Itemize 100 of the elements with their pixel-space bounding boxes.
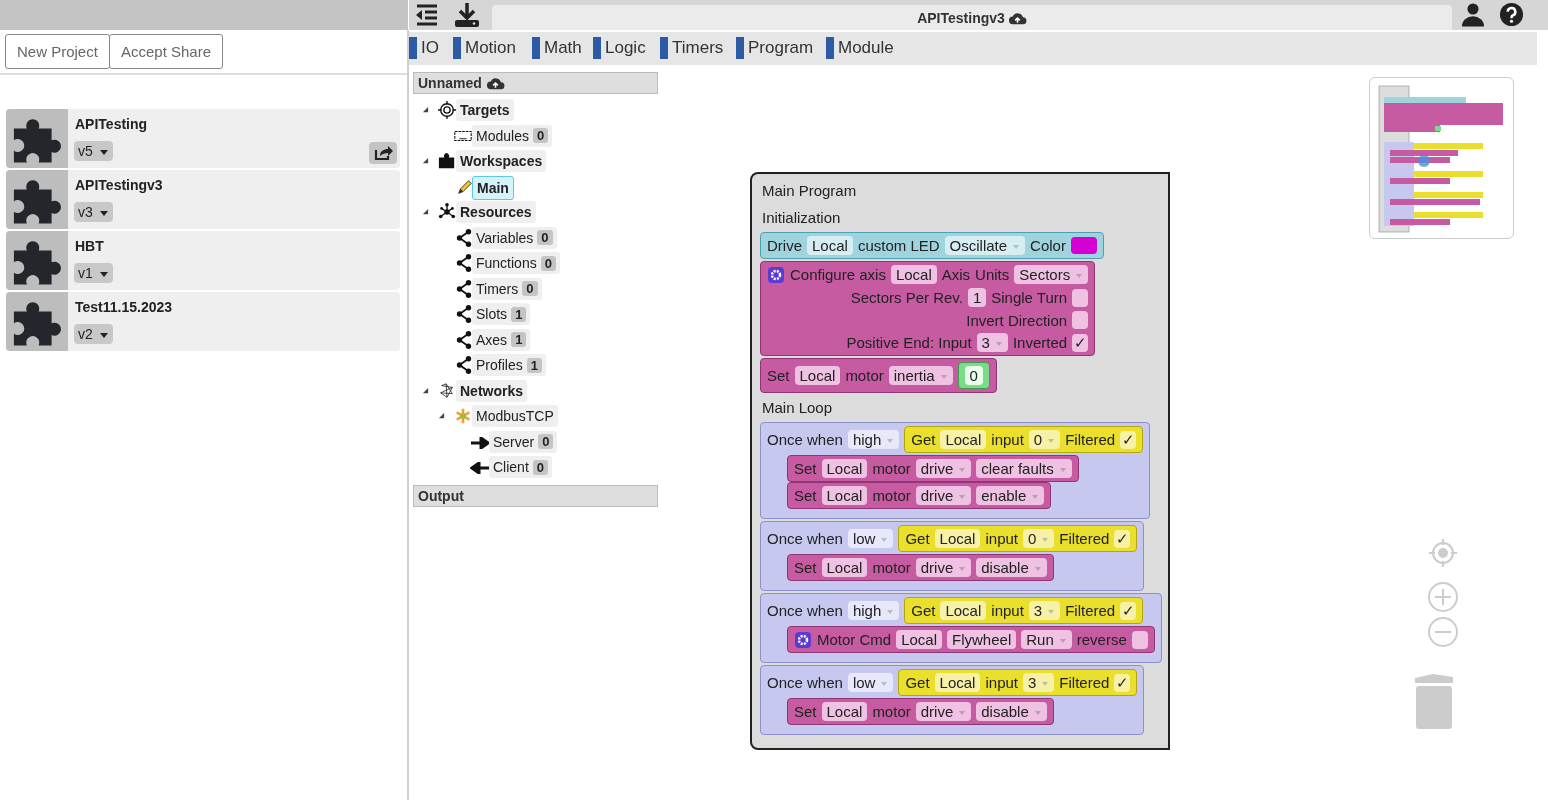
tree-item-label: ModbusTCP — [476, 408, 554, 424]
project-card — [6, 170, 400, 229]
project-card — [6, 109, 400, 168]
program-block — [750, 172, 1170, 750]
code-block — [760, 593, 1162, 663]
block-label: motor — [845, 367, 884, 384]
block-label: Set — [794, 559, 817, 576]
tree-item-label: Client — [493, 459, 529, 475]
panel-title: Unnamed — [418, 75, 482, 91]
dropdown-field: drive — [915, 459, 972, 478]
code-block — [904, 597, 1144, 624]
code-block — [787, 482, 1052, 509]
dropdown-field: disable — [976, 558, 1047, 577]
block-label: reverse — [1076, 631, 1127, 648]
block-label: Invert Direction — [966, 311, 1068, 329]
code-block — [760, 261, 1096, 356]
code-block — [760, 358, 997, 393]
count-badge: 1 — [511, 306, 527, 322]
dropdown-field: drive — [915, 558, 972, 577]
panel-header — [413, 72, 658, 94]
dropdown-field: enable — [976, 486, 1045, 505]
tree-item — [472, 303, 531, 325]
tree-item-label: Workspaces — [460, 153, 543, 169]
tree-item-label: Slots — [476, 306, 508, 322]
block-field: 0 — [964, 366, 983, 385]
count-badge: 0 — [538, 434, 554, 449]
block-label: Get — [905, 674, 930, 691]
code-block — [760, 521, 1145, 591]
version-dropdown: v5 — [74, 141, 113, 161]
block-label: custom LED — [857, 237, 940, 254]
block-label: Configure axis — [790, 266, 886, 283]
dropdown-field: Run — [1021, 630, 1072, 649]
tree-item-label: Modules — [476, 127, 529, 144]
block-field: Local — [890, 265, 937, 284]
dropdown-field: 0 — [1028, 430, 1061, 449]
tree-item-label: Networks — [460, 382, 524, 399]
code-block — [898, 525, 1138, 552]
block-label: Get — [911, 602, 936, 619]
block-label: Once when — [767, 431, 843, 448]
dropdown-field: 0 — [1023, 529, 1055, 548]
dropdown-field: disable — [976, 702, 1047, 721]
block-field: Local — [794, 366, 841, 385]
code-block — [904, 426, 1144, 453]
dropdown-field: drive — [915, 702, 972, 721]
block-label: Get — [905, 530, 930, 547]
code-block — [957, 362, 990, 389]
tree-item — [472, 252, 560, 274]
project-name: Test11.15.2023 — [75, 299, 173, 315]
checkbox: ✓ — [1072, 333, 1089, 352]
tree-item-label: Variables — [476, 229, 534, 246]
section-heading: Initialization — [761, 208, 842, 228]
block-label: Drive — [767, 237, 802, 254]
block-label: motor — [872, 559, 911, 576]
dropdown-field: 3 — [1023, 673, 1055, 692]
block-label: motor — [872, 703, 911, 720]
project-card — [6, 292, 400, 351]
checkbox: ✓ — [1114, 673, 1131, 692]
tree-item — [472, 124, 553, 147]
code-block — [787, 554, 1054, 581]
version-dropdown: v2 — [74, 324, 113, 344]
tree-item-label: Axes — [476, 331, 508, 348]
project-name: APITesting — [75, 116, 148, 132]
tree-item-label: Targets — [460, 102, 510, 118]
count-badge: 0 — [532, 459, 549, 475]
block-field: Local — [896, 630, 943, 649]
block-field: Local — [821, 486, 868, 505]
dropdown-field: low — [847, 673, 894, 692]
selected-tree-item — [472, 175, 514, 200]
block-label: Get — [911, 431, 936, 448]
tree-item-label: Resources — [460, 204, 532, 220]
code-block — [898, 669, 1138, 696]
dropdown-field: inertia — [888, 366, 953, 385]
count-badge: 0 — [522, 281, 538, 296]
code-block — [760, 232, 1104, 259]
block-field: Local — [821, 558, 868, 577]
code-block — [760, 665, 1145, 735]
category-tab: IO — [409, 37, 439, 59]
tree-item-label: Server — [493, 433, 535, 450]
block-label: Set — [767, 367, 790, 384]
block-field: Local — [934, 673, 981, 692]
block-label: Set — [794, 703, 817, 720]
block-label: Positive End: Input — [846, 334, 972, 351]
block-label: Filtered — [1059, 674, 1110, 691]
outline-button: Accept Share — [109, 34, 224, 69]
outline-button: New Project — [5, 34, 110, 69]
block-label: input — [985, 674, 1018, 691]
block-label: Inverted — [1012, 334, 1068, 351]
dropdown-field: low — [847, 529, 894, 548]
dropdown-field: 3 — [976, 333, 1008, 352]
block-label: Once when — [767, 674, 843, 691]
count-badge: 0 — [537, 230, 553, 245]
dropdown-field: Oscillate — [944, 236, 1026, 255]
block-field: 1 — [967, 288, 987, 307]
tree-item-label: Functions — [476, 255, 537, 271]
block-field: Local — [934, 529, 981, 548]
block-field: Local — [940, 601, 987, 620]
panel-title: Output — [418, 488, 464, 504]
tree-item — [489, 456, 553, 478]
checkbox: ✓ — [1114, 529, 1131, 548]
version-dropdown: v3 — [74, 202, 113, 222]
